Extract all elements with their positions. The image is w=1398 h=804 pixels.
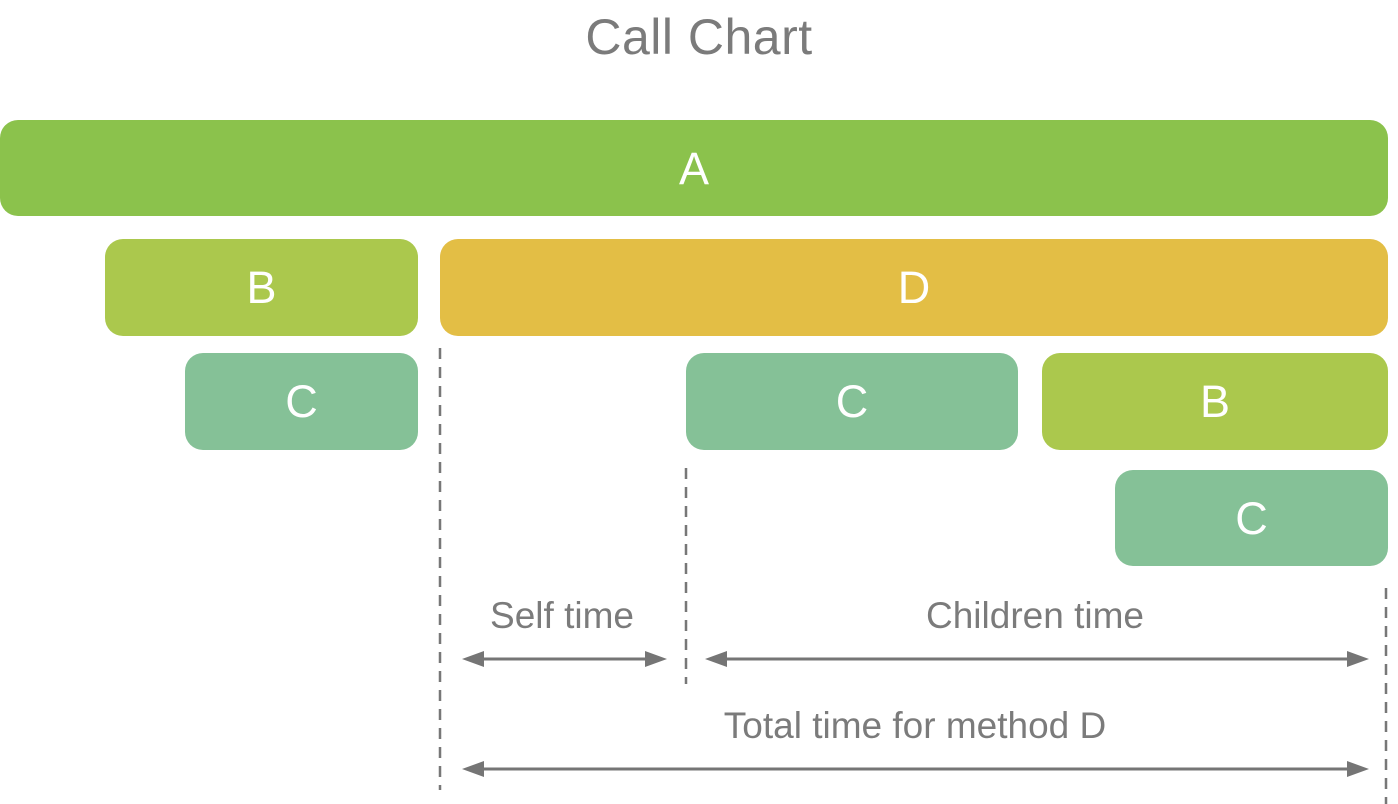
self-time-label: Self time	[490, 595, 634, 636]
arrow-left-head-icon	[705, 651, 727, 667]
arrow-left-head-icon	[462, 761, 484, 777]
call-bar-d-label: D	[897, 262, 931, 313]
call-bar-c-under-b-under-d: C	[1115, 470, 1388, 566]
total-time-label: Total time for method D	[723, 705, 1107, 746]
figure-title: Call Chart	[585, 9, 813, 65]
arrow-left-head-icon	[462, 651, 484, 667]
call-bar-b-under-a-label: B	[246, 262, 277, 313]
call-bar-a-label: A	[678, 142, 709, 194]
children-time-label: Children time	[926, 595, 1144, 636]
call-bar-c-under-b-label: C	[285, 376, 318, 427]
call-bar-b-under-d-label: B	[1199, 376, 1230, 427]
call-bar-b-under-a: B	[105, 239, 418, 336]
call-bar-b-under-d: B	[1042, 353, 1388, 450]
arrow-right-head-icon	[1347, 651, 1369, 667]
arrow-right-head-icon	[645, 651, 667, 667]
call-bar-d: D	[440, 239, 1388, 336]
call-bar-c-under-d-label: C	[835, 376, 869, 427]
total-time-arrow	[462, 761, 1369, 777]
call-bar-a: A	[0, 120, 1388, 216]
call-bar-c-under-b-under-d-label: C	[1235, 492, 1268, 544]
children-time-arrow	[705, 651, 1369, 667]
call-bar-c-under-d: C	[686, 353, 1018, 450]
call-bar-c-under-b: C	[185, 353, 418, 450]
arrow-right-head-icon	[1347, 761, 1369, 777]
self-time-arrow	[462, 651, 667, 667]
